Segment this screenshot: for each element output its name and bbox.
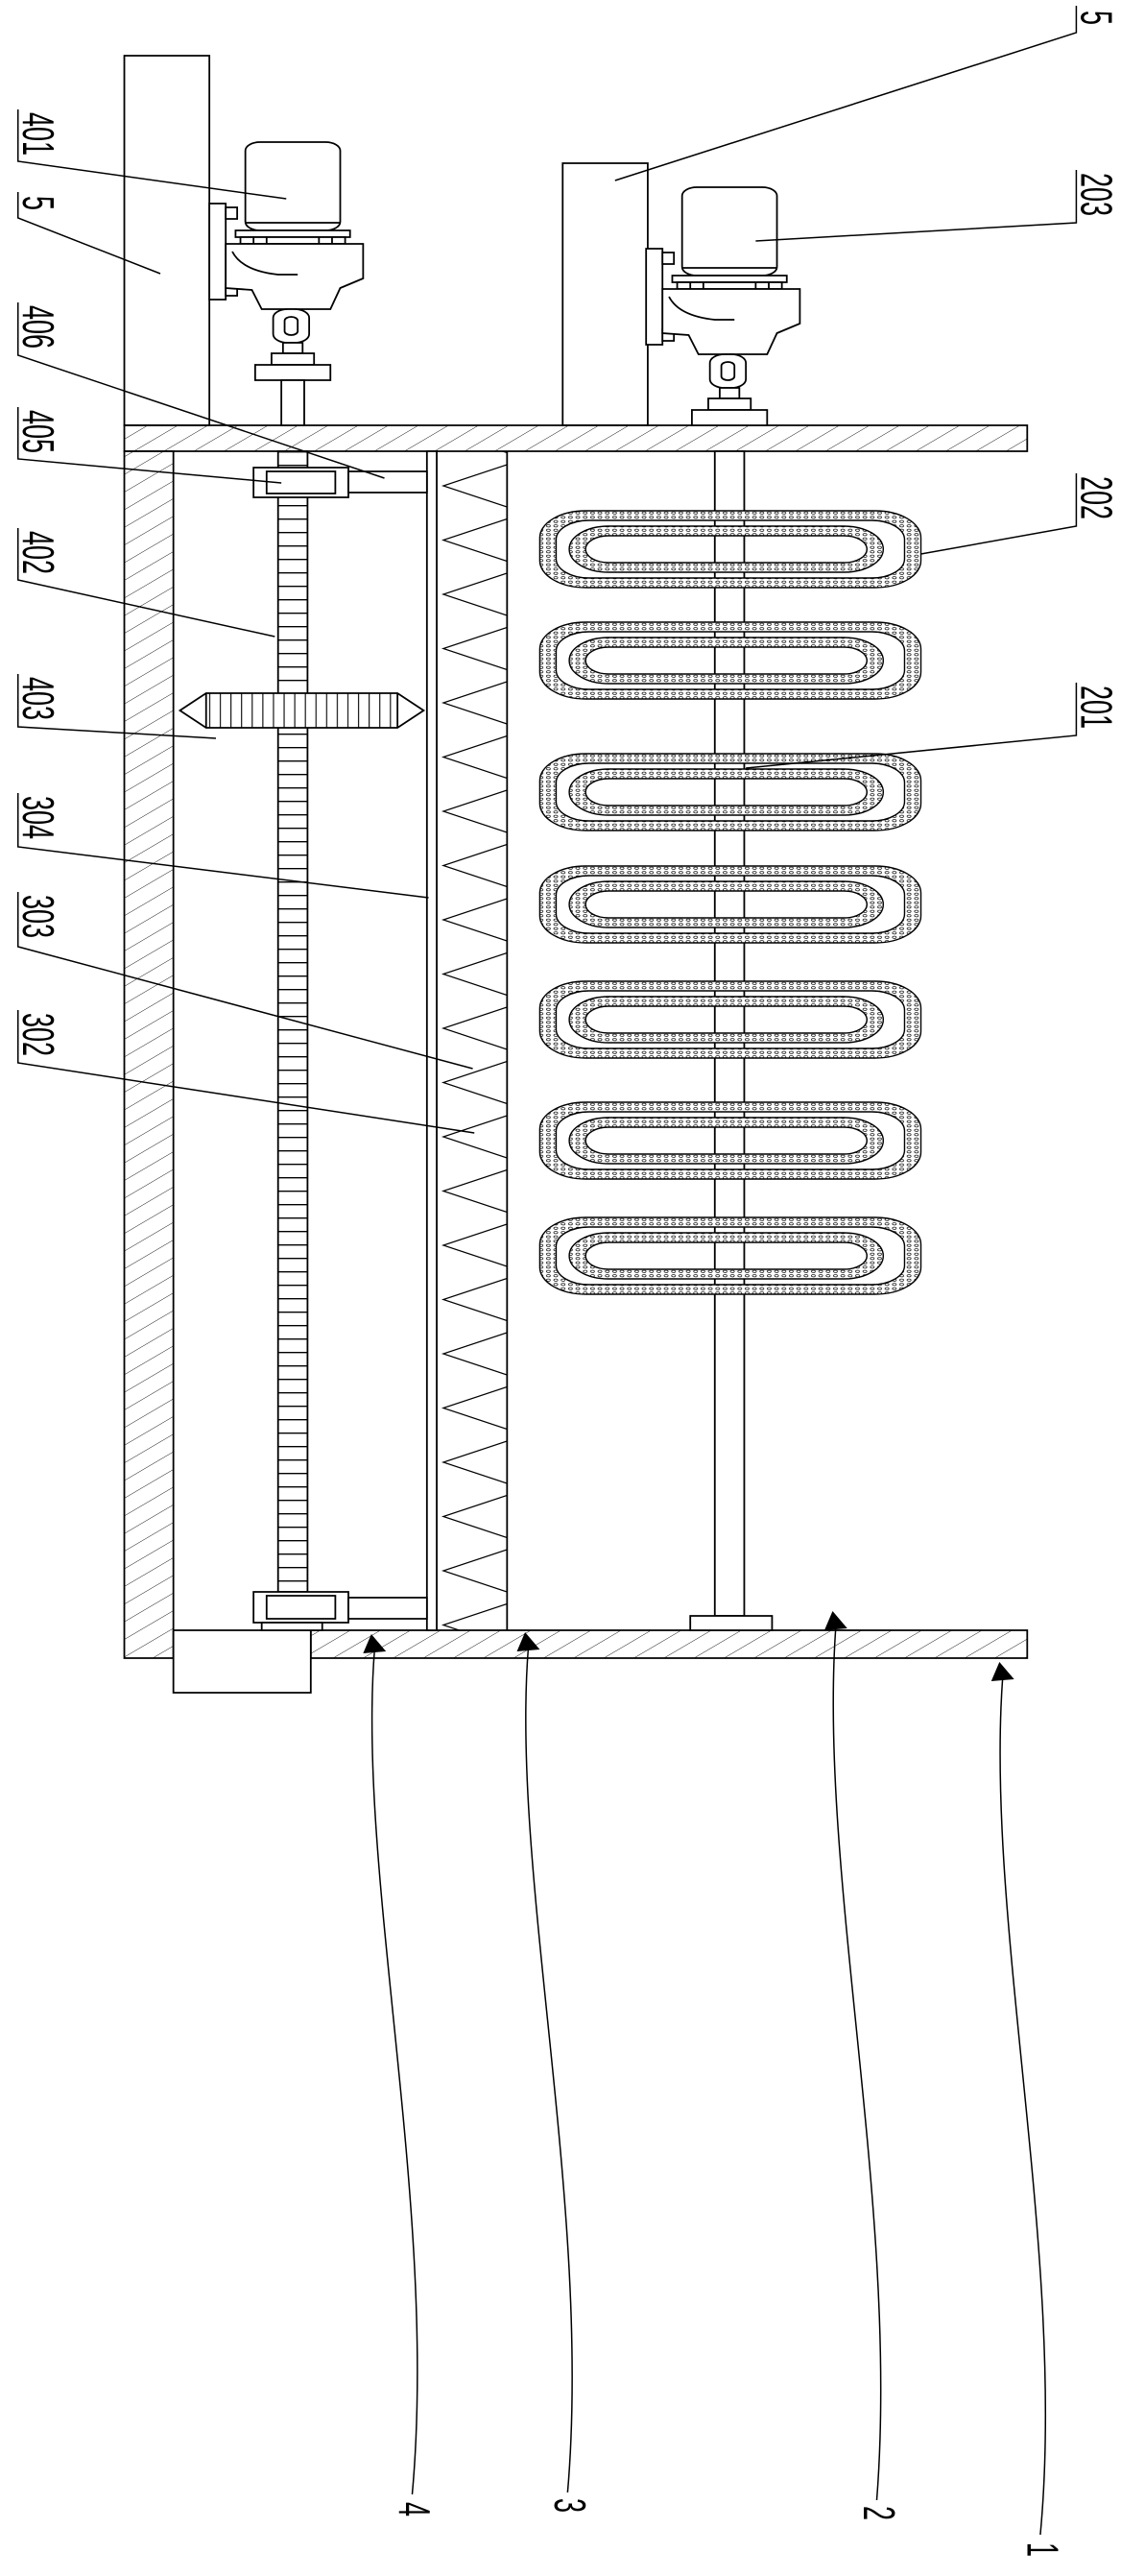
leader-3 bbox=[526, 1648, 572, 2492]
stirring-assembly bbox=[538, 451, 922, 1630]
label-5-left: 5 bbox=[13, 196, 62, 210]
bottom-plate bbox=[311, 1630, 1027, 1658]
bottom-drive-box bbox=[174, 1630, 311, 1693]
leader-401 bbox=[18, 109, 287, 199]
label-4: 4 bbox=[390, 2502, 439, 2516]
reference-numerals: 401 5 406 405 402 403 304 303 302 5 203 … bbox=[13, 11, 1121, 2557]
label-2: 2 bbox=[854, 2506, 903, 2520]
leader-1 bbox=[1000, 1677, 1045, 2535]
leader-402 bbox=[18, 528, 275, 637]
label-5-right: 5 bbox=[1072, 11, 1121, 25]
bearing-block-bottom-inner bbox=[267, 1596, 336, 1619]
leader-405 bbox=[18, 407, 281, 483]
leader-406 bbox=[18, 302, 385, 478]
screw-drive-assembly bbox=[179, 451, 426, 1630]
wedge-teeth bbox=[437, 451, 508, 1630]
leader-302 bbox=[18, 1010, 474, 1133]
leader-403 bbox=[18, 674, 216, 738]
arrowhead-3 bbox=[516, 1632, 540, 1651]
label-1: 1 bbox=[1018, 2542, 1067, 2557]
shaft-bottom-bearing bbox=[690, 1616, 772, 1630]
screw-rod-402 bbox=[278, 451, 308, 1592]
rod-coupling-bottom bbox=[262, 1623, 322, 1630]
leader-304 bbox=[18, 793, 429, 898]
housing-frame bbox=[125, 56, 1028, 1693]
label-202: 202 bbox=[1072, 476, 1121, 519]
arrowhead-4 bbox=[363, 1634, 387, 1653]
label-3: 3 bbox=[545, 2498, 594, 2513]
leader-303 bbox=[18, 892, 473, 1069]
bearing-block-405-inner bbox=[267, 471, 336, 494]
label-201: 201 bbox=[1072, 686, 1121, 729]
left-wall bbox=[125, 451, 174, 1658]
label-406: 406 bbox=[13, 305, 62, 349]
arrowhead-2 bbox=[823, 1611, 847, 1630]
label-402: 402 bbox=[13, 531, 62, 574]
motor-401-shaft bbox=[281, 380, 304, 425]
label-405: 405 bbox=[13, 410, 62, 453]
leader-201 bbox=[746, 683, 1076, 768]
label-303: 303 bbox=[13, 895, 62, 938]
connector-bottom bbox=[348, 1598, 427, 1619]
label-203: 203 bbox=[1072, 173, 1121, 216]
leader-4 bbox=[372, 1649, 417, 2494]
support-post-left bbox=[125, 56, 210, 425]
leader-lines bbox=[18, 6, 1077, 2535]
leader-5-left bbox=[18, 192, 160, 274]
label-302: 302 bbox=[13, 1013, 62, 1056]
partition-plate-304 bbox=[427, 451, 437, 1630]
label-403: 403 bbox=[13, 677, 62, 720]
leader-2 bbox=[833, 1626, 881, 2500]
leader-203 bbox=[755, 170, 1076, 241]
label-401: 401 bbox=[13, 112, 62, 156]
label-304: 304 bbox=[13, 796, 62, 839]
leader-202 bbox=[921, 473, 1077, 554]
drive-motor-203 bbox=[644, 185, 801, 427]
gear-403-teeth bbox=[205, 693, 398, 728]
connector-406 bbox=[348, 471, 427, 493]
leader-5-right bbox=[615, 6, 1077, 181]
support-post-right bbox=[562, 163, 648, 425]
arrowhead-1 bbox=[990, 1662, 1014, 1681]
plate-assembly bbox=[427, 451, 508, 1630]
top-plate bbox=[125, 425, 1028, 451]
drive-motor-401 bbox=[207, 140, 365, 382]
